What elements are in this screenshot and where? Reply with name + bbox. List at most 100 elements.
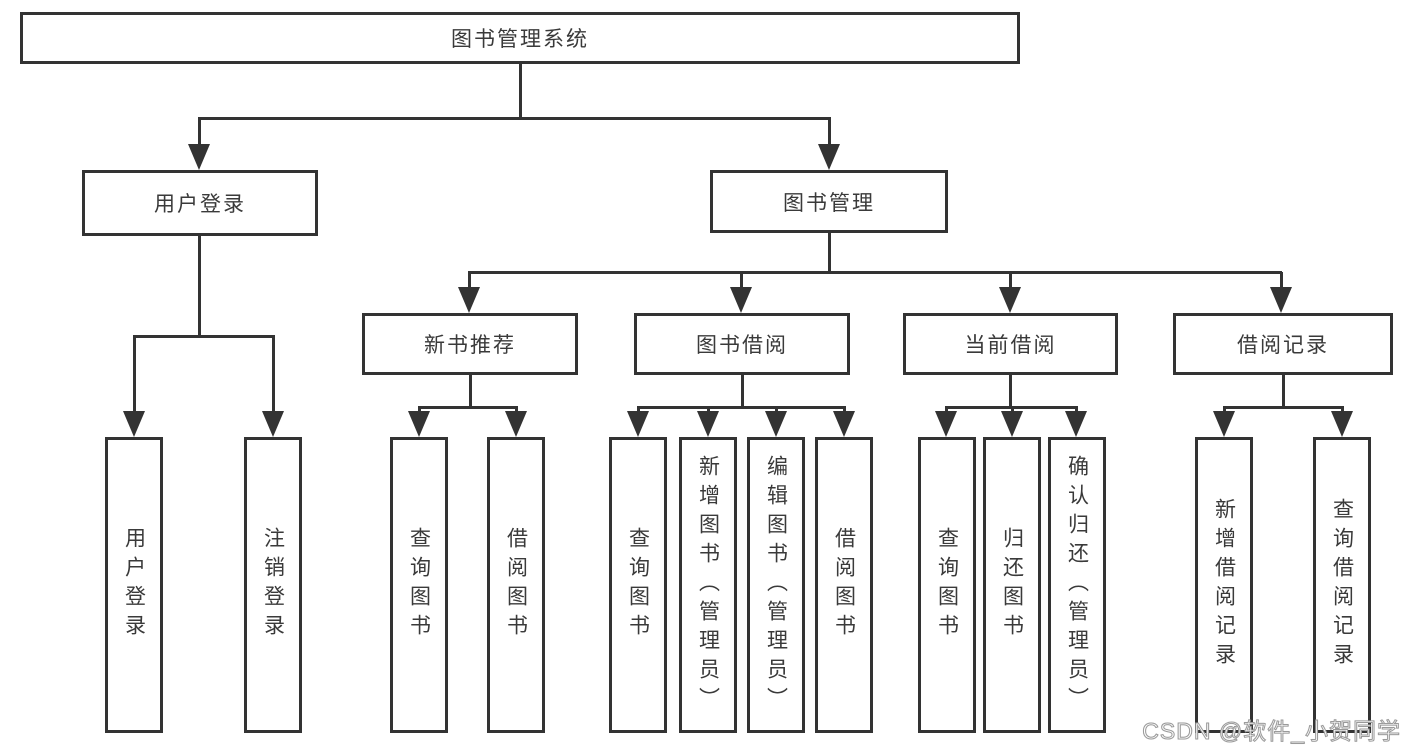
node-label: 新书推荐	[424, 334, 516, 357]
node-label: 查询借阅记录	[1330, 498, 1354, 672]
leaf-query-borrow-record: 查询借阅记录	[1313, 437, 1371, 733]
node-label: 当前借阅	[964, 334, 1057, 357]
arrow-head-icon	[818, 144, 840, 170]
connector-arrow	[999, 272, 1021, 313]
connector-arrow	[505, 407, 527, 437]
arrow-head-icon	[123, 411, 145, 437]
leaf-add-books-admin: 新增图书（管理员）	[679, 437, 737, 733]
connector-arrow	[1001, 407, 1023, 437]
connector-line	[198, 234, 201, 338]
arrow-head-icon	[458, 287, 480, 313]
leaf-borrow-books-recommend: 借阅图书	[487, 437, 545, 733]
connector-line	[133, 335, 275, 338]
arrow-head-icon	[765, 411, 787, 437]
arrow-head-icon	[262, 411, 284, 437]
connector-arrow	[458, 272, 480, 313]
connector-arrow	[818, 118, 840, 170]
arrow-head-icon	[408, 411, 430, 437]
arrow-head-icon	[627, 411, 649, 437]
node-label: 图书借阅	[696, 334, 788, 357]
node-label: 用户登录	[154, 193, 246, 216]
node-label: 新增图书（管理员）	[696, 454, 720, 716]
connector-line	[418, 406, 518, 409]
connector-arrow	[697, 407, 719, 437]
node-book-borrowing: 图书借阅	[634, 313, 850, 375]
arrow-shaft	[1279, 272, 1283, 291]
node-label: 查询图书	[626, 527, 650, 643]
node-label: 借阅图书	[832, 527, 856, 643]
connector-arrow	[123, 336, 145, 437]
connector-arrow	[1065, 407, 1087, 437]
connector-line	[519, 62, 522, 120]
connector-arrow	[1213, 407, 1235, 437]
arrow-head-icon	[935, 411, 957, 437]
connector-line	[828, 231, 831, 274]
connector-arrow	[765, 407, 787, 437]
connector-line	[637, 406, 846, 409]
arrow-shaft	[467, 272, 471, 291]
connector-line	[1282, 373, 1285, 409]
connector-arrow	[262, 336, 284, 437]
leaf-edit-books-admin: 编辑图书（管理员）	[747, 437, 805, 733]
arrow-shaft	[827, 118, 831, 148]
leaf-query-books-recommend: 查询图书	[390, 437, 448, 733]
leaf-query-books-borrow: 查询图书	[609, 437, 667, 733]
connector-arrow	[833, 407, 855, 437]
node-library-management-system: 图书管理系统	[20, 12, 1020, 64]
node-label: 编辑图书（管理员）	[764, 454, 788, 716]
arrow-head-icon	[505, 411, 527, 437]
node-label: 新增借阅记录	[1212, 498, 1236, 672]
arrow-shaft	[132, 336, 136, 415]
arrow-shaft	[1008, 272, 1012, 291]
node-user-login: 用户登录	[82, 170, 318, 236]
connector-line	[469, 373, 472, 409]
node-label: 查询图书	[407, 527, 431, 643]
arrow-head-icon	[1213, 411, 1235, 437]
arrow-head-icon	[1001, 411, 1023, 437]
arrow-head-icon	[697, 411, 719, 437]
leaf-return-books: 归还图书	[983, 437, 1041, 733]
node-book-management: 图书管理	[710, 170, 948, 233]
node-current-borrowing: 当前借阅	[903, 313, 1118, 375]
node-label: 图书管理系统	[451, 28, 589, 51]
connector-line	[1223, 406, 1344, 409]
arrow-head-icon	[999, 287, 1021, 313]
arrow-head-icon	[1331, 411, 1353, 437]
node-label: 图书管理	[783, 191, 875, 215]
connector-line	[198, 117, 831, 120]
arrow-head-icon	[730, 287, 752, 313]
connector-arrow	[935, 407, 957, 437]
node-label: 查询图书	[935, 527, 959, 643]
connector-arrow	[1331, 407, 1353, 437]
arrow-head-icon	[1270, 287, 1292, 313]
connector-line	[741, 373, 744, 409]
connector-line	[1009, 373, 1012, 409]
leaf-logout-login: 注销登录	[244, 437, 302, 733]
arrow-head-icon	[1065, 411, 1087, 437]
csdn-watermark: CSDN @软件_小贺同学	[1142, 718, 1401, 745]
node-label: 注销登录	[261, 527, 285, 643]
arrow-head-icon	[833, 411, 855, 437]
leaf-borrow-books: 借阅图书	[815, 437, 873, 733]
node-label: 用户登录	[122, 527, 146, 643]
connector-arrow	[408, 407, 430, 437]
leaf-add-borrow-record: 新增借阅记录	[1195, 437, 1253, 733]
connector-arrow	[188, 118, 210, 170]
arrow-shaft	[739, 272, 743, 291]
arrow-head-icon	[188, 144, 210, 170]
connector-arrow	[627, 407, 649, 437]
arrow-shaft	[271, 336, 275, 415]
arrow-shaft	[197, 118, 201, 148]
node-label: 借阅图书	[504, 527, 528, 643]
leaf-query-books-current: 查询图书	[918, 437, 976, 733]
node-label: 确认归还（管理员）	[1065, 454, 1089, 716]
connector-line	[468, 271, 1282, 274]
node-label: 借阅记录	[1237, 334, 1329, 357]
connector-arrow	[730, 272, 752, 313]
leaf-confirm-return-admin: 确认归还（管理员）	[1048, 437, 1106, 733]
node-new-book-recommendation: 新书推荐	[362, 313, 578, 375]
node-borrowing-records: 借阅记录	[1173, 313, 1393, 375]
leaf-user-login: 用户登录	[105, 437, 163, 733]
connector-arrow	[1270, 272, 1292, 313]
